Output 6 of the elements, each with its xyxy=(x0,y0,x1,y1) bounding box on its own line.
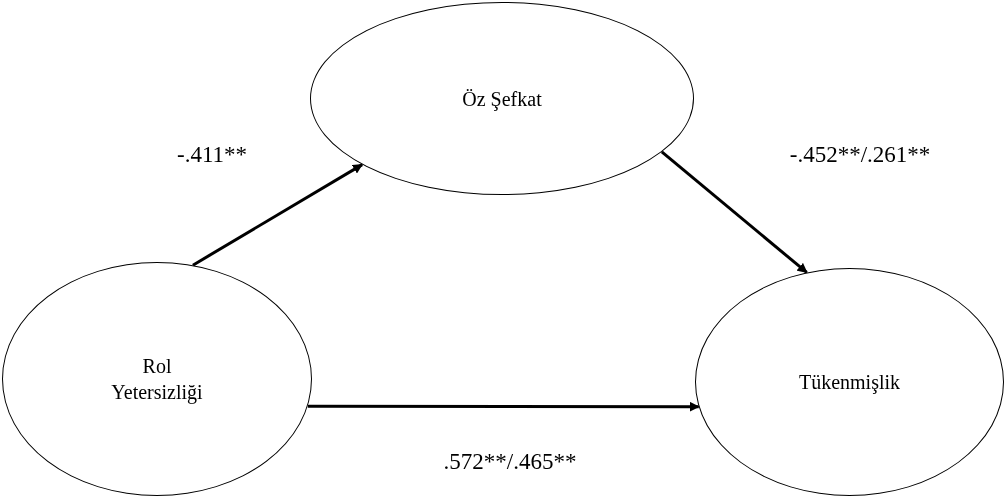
node-label: Öz Şefkat xyxy=(462,86,542,112)
node-label: Rol Yetersizliği xyxy=(110,354,204,405)
arrow xyxy=(660,150,808,274)
node-label: Tükenmişlik xyxy=(798,370,901,395)
arrow xyxy=(192,163,363,267)
arrow xyxy=(307,401,700,412)
